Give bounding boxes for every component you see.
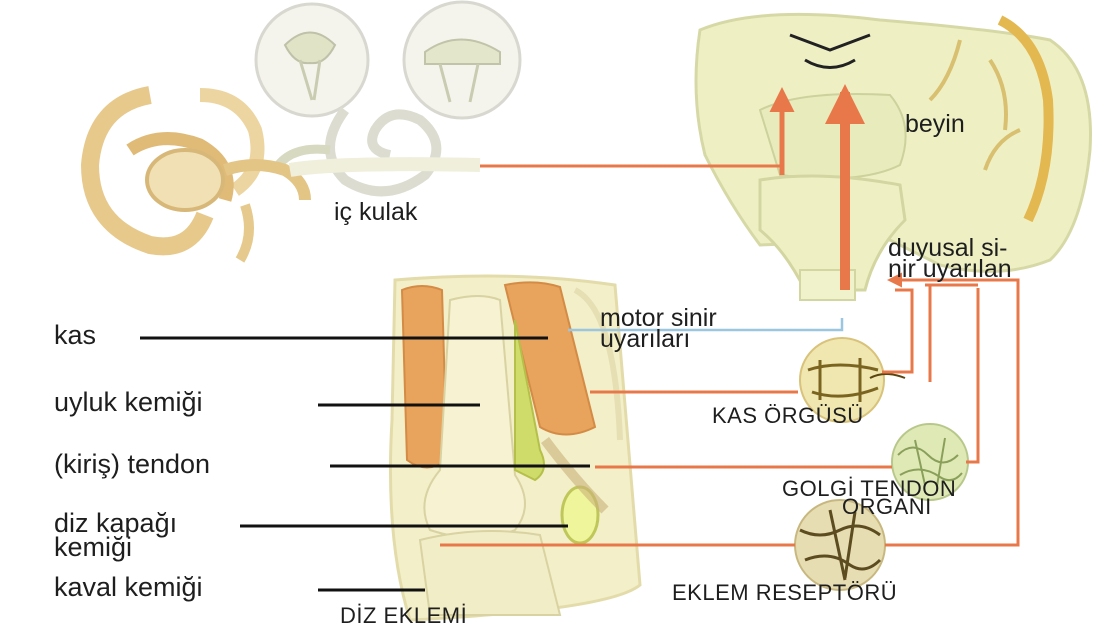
label-diz-kapagi-line2: kemiği	[54, 534, 132, 561]
label-kaval-kemigi: kaval kemiği	[54, 574, 203, 601]
label-kas-orgusu: KAS ÖRGÜSÜ	[712, 405, 864, 427]
label-golgi-line2: ORGANI	[842, 496, 932, 518]
label-ic-kulak: iç kulak	[334, 200, 417, 225]
label-beyin: beyin	[905, 112, 965, 137]
label-tendon: (kiriş) tendon	[54, 451, 210, 478]
muscle-left	[402, 286, 447, 468]
inner-ear-illustration	[90, 2, 520, 260]
label-duyusal-line2: nir uyarılan	[888, 257, 1012, 282]
label-diz-eklemi: DİZ EKLEMİ	[340, 605, 467, 627]
label-kas: kas	[54, 322, 96, 349]
label-motor-line2: uyarıları	[600, 327, 690, 352]
label-eklem-reseptoru: EKLEM RESEPTÖRÜ	[672, 582, 897, 604]
label-uyluk-kemigi: uyluk kemiği	[54, 389, 203, 416]
cochlea-shape	[330, 110, 436, 191]
